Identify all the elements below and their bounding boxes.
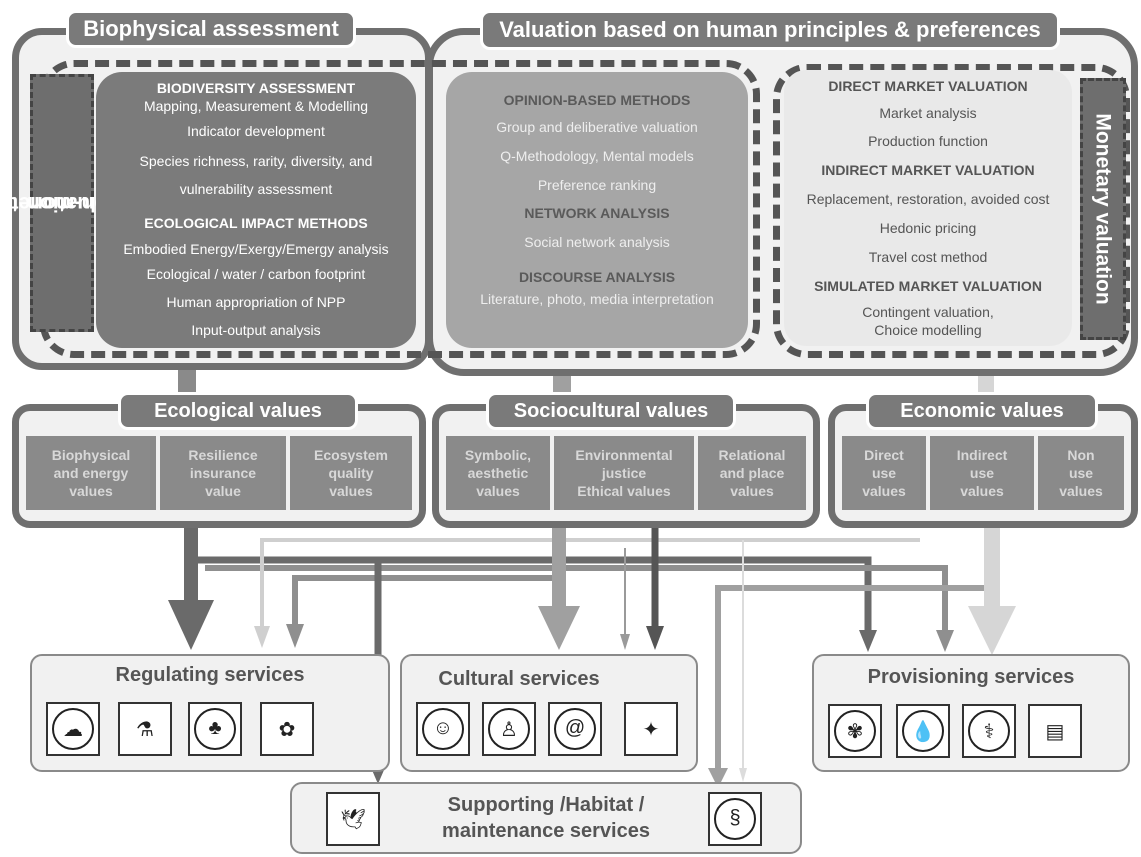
regulating-services-box: Regulating services ☁ ⚗ ♣ ✿ <box>30 654 390 772</box>
recreation-icon: ☺ <box>416 702 470 756</box>
raw-materials-icon: ▤ <box>1028 704 1082 758</box>
economic-values-title: Economic values <box>866 392 1098 430</box>
supporting-services-title-line2: maintenance services <box>442 820 650 842</box>
opinion-item: Group and deliberative valuation <box>496 119 698 135</box>
biophysical-assessment-title: Biophysical assessment <box>66 10 356 48</box>
opinion-item: Literature, photo, media interpretation <box>480 291 714 307</box>
biodiversity-assessment-heading: BIODIVERSITY ASSESSMENT <box>156 80 356 96</box>
network-analysis-heading: NETWORK ANALYSIS <box>524 205 670 221</box>
market-item: Replacement, restoration, avoided cost <box>806 191 1050 207</box>
opinion-item: Preference ranking <box>537 177 657 193</box>
market-item: Choice modelling <box>874 322 982 338</box>
erosion-prevention-icon: ♣ <box>188 702 242 756</box>
ecological-impact-heading: ECOLOGICAL IMPACT METHODS <box>144 215 368 231</box>
spiritual-icon: @ <box>548 702 602 756</box>
supporting-services-title-line1: Supporting /Habitat / <box>447 794 645 816</box>
nonmonetary-valuation-label: Non-monetaryvaluation <box>0 74 122 332</box>
water-icon: 💧 <box>896 704 950 758</box>
bio-item: Human appropriation of NPP <box>166 294 346 310</box>
market-item: Market analysis <box>879 105 977 121</box>
opinion-item: Q-Methodology, Mental models <box>500 148 694 164</box>
market-valuation-panel: DIRECT MARKET VALUATION Market analysis … <box>784 70 1072 346</box>
indirect-market-heading: INDIRECT MARKET VALUATION <box>821 162 1035 178</box>
bio-item: Input-output analysis <box>191 322 321 338</box>
aesthetic-icon: ✦ <box>624 702 678 756</box>
bio-item: vulnerability assessment <box>179 181 333 197</box>
market-item: Hedonic pricing <box>879 220 977 236</box>
habitat-bird-icon: 🕊 <box>326 792 380 846</box>
provisioning-services-box: Provisioning services ✾ 💧 ⚕ ▤ <box>812 654 1130 772</box>
opinion-methods-panel: OPINION-BASED METHODS Group and delibera… <box>446 72 748 348</box>
genetic-diversity-icon: § <box>708 792 762 846</box>
valuation-title: Valuation based on human principles & pr… <box>480 10 1060 50</box>
bio-item: Ecological / water / carbon footprint <box>146 266 366 282</box>
market-item: Production function <box>868 133 988 149</box>
biodiversity-panel: BIODIVERSITY ASSESSMENT Mapping, Measure… <box>96 72 416 348</box>
provisioning-services-title: Provisioning services <box>867 666 1075 688</box>
market-item: Contingent valuation, <box>862 304 994 320</box>
ecological-values-title: Ecological values <box>118 392 358 430</box>
climate-regulation-icon: ☁ <box>46 702 100 756</box>
market-item: Travel cost method <box>868 249 988 265</box>
supporting-services-box: 🕊 Supporting /Habitat / maintenance serv… <box>290 782 802 854</box>
pollution-control-icon: ⚗ <box>118 702 172 756</box>
monetary-valuation-label: Monetary valuation <box>1080 78 1126 340</box>
regulating-services-title: Regulating services <box>115 664 305 686</box>
opinion-based-heading: OPINION-BASED METHODS <box>503 92 691 108</box>
pollination-icon: ✿ <box>260 702 314 756</box>
bio-item: Indicator development <box>187 123 325 139</box>
discourse-analysis-heading: DISCOURSE ANALYSIS <box>518 269 676 285</box>
monetary-dashed-region <box>773 64 1130 358</box>
cultural-services-box: Cultural services ☺ ♙ @ ✦ <box>400 654 698 772</box>
opinion-item: Social network analysis <box>524 234 670 250</box>
medicinal-icon: ⚕ <box>962 704 1016 758</box>
bio-item: Embodied Energy/Exergy/Emergy analysis <box>123 241 389 257</box>
food-icon: ✾ <box>828 704 882 758</box>
direct-market-heading: DIRECT MARKET VALUATION <box>828 78 1028 94</box>
sociocultural-values-title: Sociocultural values <box>486 392 736 430</box>
simulated-market-heading: SIMULATED MARKET VALUATION <box>814 278 1042 294</box>
cultural-services-title: Cultural services <box>438 668 600 690</box>
bio-item: Mapping, Measurement & Modelling <box>143 98 369 114</box>
cultural-heritage-icon: ♙ <box>482 702 536 756</box>
bio-item: Species richness, rarity, diversity, and <box>139 153 373 169</box>
